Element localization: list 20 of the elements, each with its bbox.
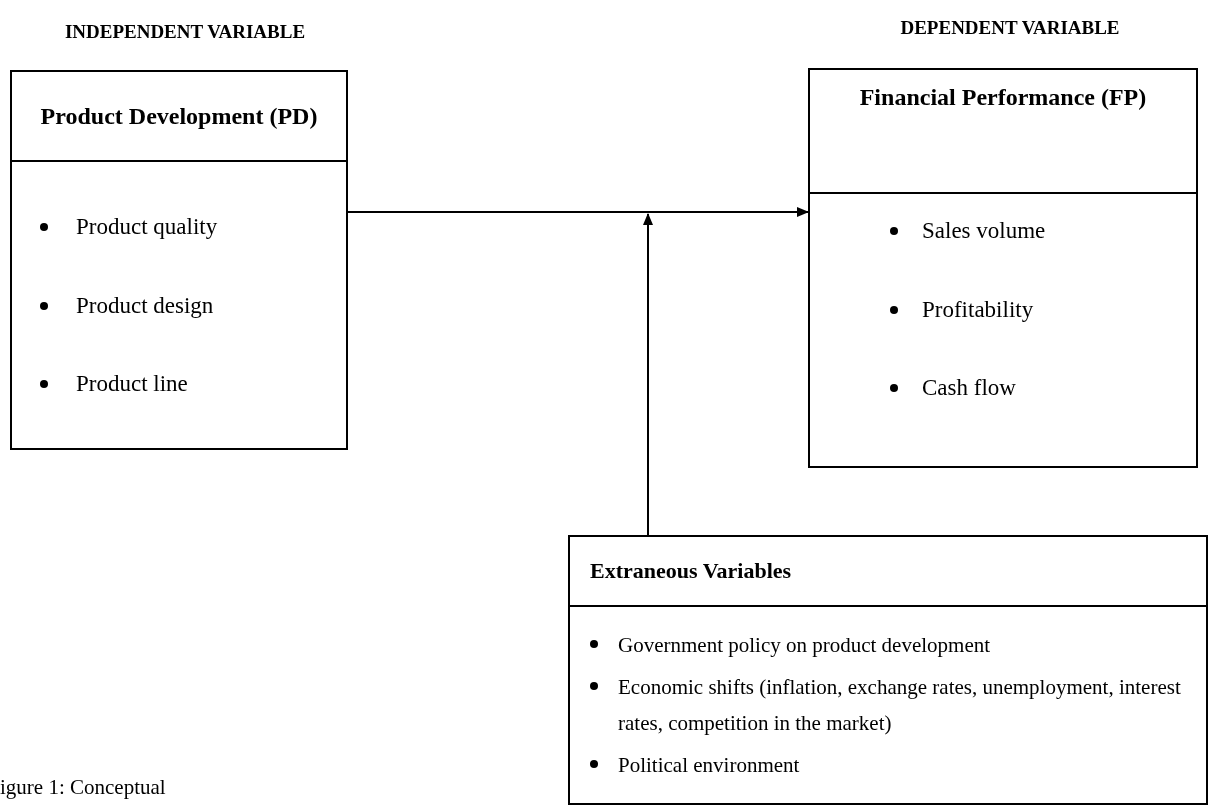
arrow	[643, 213, 653, 536]
caption: igure 1: Conceptual	[0, 774, 166, 801]
column-heading: INDEPENDENT VARIABLE	[63, 20, 307, 44]
box-heading: Extraneous Variables	[590, 557, 792, 585]
box-heading: Product Development (PD)	[40, 102, 318, 131]
bullet-text: Government policy on product development	[618, 632, 991, 659]
bullet-text: Sales volume	[922, 217, 1046, 245]
bullet-text: Political environment	[618, 752, 800, 779]
bullet-text: Product line	[76, 370, 188, 398]
bullet-text: Profitability	[922, 295, 1034, 324]
bullet-text: Cash flow	[922, 374, 1016, 402]
box-heading: Financial Performance (FP)	[859, 83, 1147, 112]
variable-box	[808, 68, 1198, 468]
bullet-text: Product design	[76, 291, 214, 320]
arrow	[347, 207, 809, 217]
column-heading: DEPENDENT VARIABLE	[899, 16, 1121, 40]
variable-box	[10, 70, 348, 450]
bullet-text: Product quality	[76, 213, 218, 241]
variable-box	[568, 535, 1208, 805]
bullet-text: Economic shifts (inflation, exchange rates, unemployment, interest rates, competition in the market)	[618, 674, 1182, 737]
